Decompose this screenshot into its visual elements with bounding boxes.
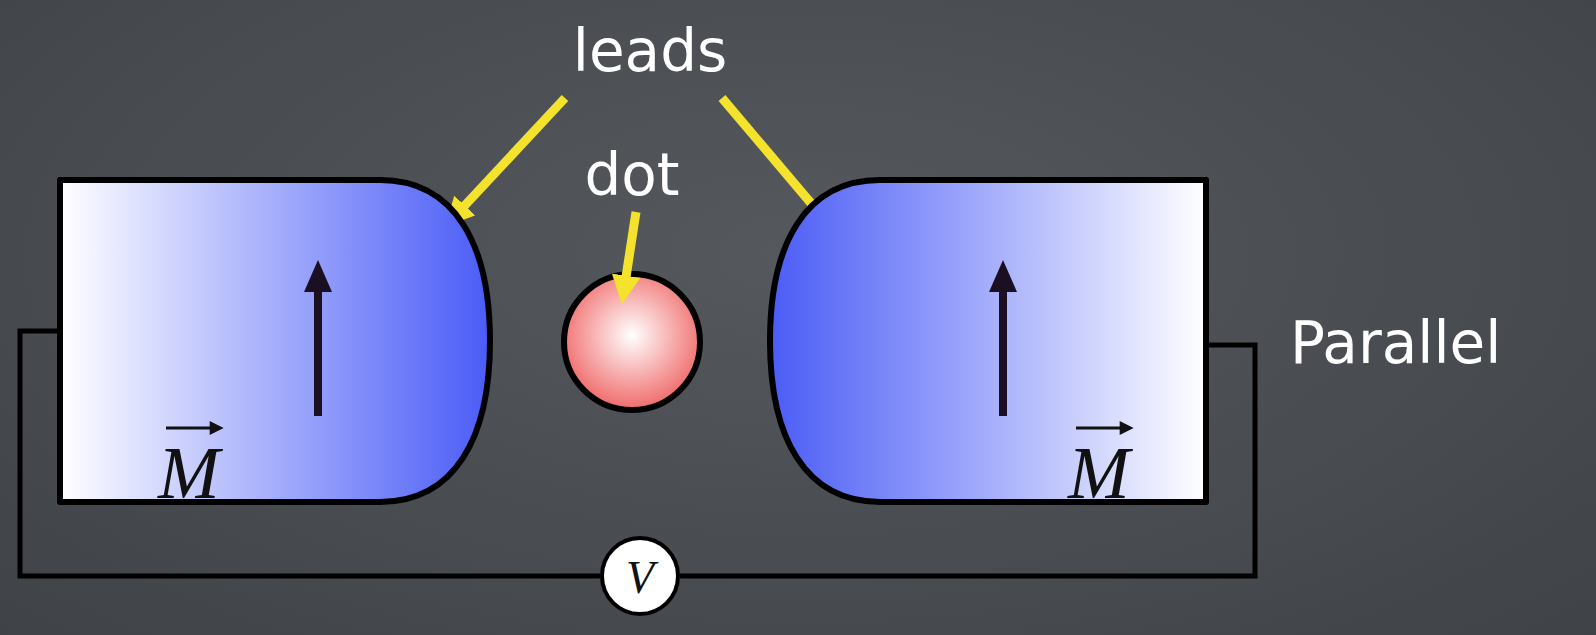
configuration-label: Parallel (1290, 314, 1501, 372)
callout-label: leads (573, 22, 727, 80)
leader-arrow (624, 212, 636, 290)
vector-arrow (210, 421, 224, 435)
magnetization-arrow (989, 260, 1017, 292)
lead-electrode: M (770, 180, 1206, 502)
lead-shape (770, 180, 1206, 502)
vector-arrow (166, 427, 214, 430)
magnetization-symbol: M (158, 436, 220, 510)
vector-arrow (1076, 427, 1124, 430)
magnetization-arrow (314, 288, 322, 416)
voltmeter-label: V (626, 555, 654, 601)
callout-label: dot (584, 146, 679, 204)
lead-shape (60, 180, 490, 502)
magnetization-arrow (999, 288, 1007, 416)
leader-arrow (455, 98, 565, 216)
quantum-dot (564, 274, 700, 410)
lead-electrode: M (60, 180, 490, 502)
magnetization-symbol: M (1068, 436, 1130, 510)
magnetization-arrow (304, 260, 332, 292)
vector-arrow (1120, 421, 1134, 435)
voltmeter-symbol: V (600, 536, 680, 616)
